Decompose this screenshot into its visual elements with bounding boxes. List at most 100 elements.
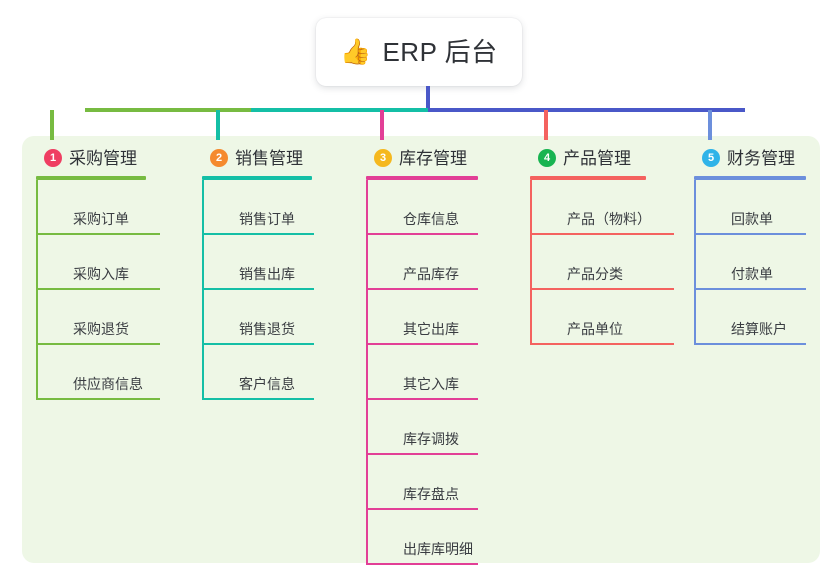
leaf-item[interactable]: 产品（物料） [530,180,674,235]
leaf-item-label: 付款单 [731,266,773,282]
column-badge-1: 1 [44,149,62,167]
leaf-item-underline [530,288,674,290]
leaf-item[interactable]: 销售订单 [202,180,314,235]
leaf-item-label: 库存盘点 [403,486,459,502]
leaf-item[interactable]: 库存调拨 [366,400,478,455]
leaf-item[interactable]: 产品单位 [530,290,674,345]
leaf-item[interactable]: 结算账户 [694,290,806,345]
leaf-item-underline [530,343,674,345]
leaf-item-underline [694,288,806,290]
column-title-purchasing: 采购管理 [69,148,137,168]
column-title-inventory: 库存管理 [399,148,467,168]
column-header-purchasing[interactable]: 1 采购管理 [36,146,146,170]
leaf-item-underline [366,563,478,565]
column-purchasing: 1 采购管理采购订单采购入库采购退货供应商信息 [36,146,160,400]
leaf-item-underline [366,398,478,400]
column-title-sales: 销售管理 [235,148,303,168]
column-body-inventory: 仓库信息产品库存其它出库其它入库库存调拨库存盘点出库库明细 [366,180,478,565]
leaf-item-underline [202,288,314,290]
trunk-segment-indigo [428,108,745,112]
column-body-purchasing: 采购订单采购入库采购退货供应商信息 [36,180,160,400]
leaf-item-label: 采购入库 [73,266,129,282]
trunk-segment-teal [251,108,428,112]
diagram-panel [22,136,820,563]
column-rule-sales [202,176,312,180]
leaf-item[interactable]: 销售退货 [202,290,314,345]
column-badge-5: 5 [702,149,720,167]
leaf-item-underline [694,343,806,345]
leaf-item-underline [366,343,478,345]
leaf-item-label: 出库库明细 [403,541,473,557]
column-badge-2: 2 [210,149,228,167]
leaf-item-underline [202,343,314,345]
column-body-sales: 销售订单销售出库销售退货客户信息 [202,180,314,400]
column-rule-inventory [366,176,478,180]
leaf-item-label: 客户信息 [239,376,295,392]
column-badge-3: 3 [374,149,392,167]
leaf-item[interactable]: 销售出库 [202,235,314,290]
leaf-item[interactable]: 付款单 [694,235,806,290]
leaf-item-label: 产品（物料） [567,211,651,227]
leaf-item-label: 库存调拨 [403,431,459,447]
column-header-finance[interactable]: 5 财务管理 [694,146,806,170]
leaf-item[interactable]: 供应商信息 [36,345,160,400]
leaf-item-label: 产品分类 [567,266,623,282]
leaf-item[interactable]: 出库库明细 [366,510,478,565]
leaf-item-underline [36,288,160,290]
leaf-item-label: 销售退货 [239,321,295,337]
column-spine-inventory [366,180,368,565]
leaf-item-underline [202,398,314,400]
column-rule-product [530,176,646,180]
leaf-item-label: 仓库信息 [403,211,459,227]
leaf-item[interactable]: 采购退货 [36,290,160,345]
column-finance: 5 财务管理回款单付款单结算账户 [694,146,806,345]
leaf-item[interactable]: 产品分类 [530,235,674,290]
leaf-item[interactable]: 采购入库 [36,235,160,290]
column-rule-purchasing [36,176,146,180]
leaf-item-underline [366,233,478,235]
leaf-item-label: 产品单位 [567,321,623,337]
leaf-item-underline [530,233,674,235]
root-node-content: 👍 ERP 后台 [340,39,497,65]
leaf-item[interactable]: 其它出库 [366,290,478,345]
column-badge-4: 4 [538,149,556,167]
leaf-item-label: 销售订单 [239,211,295,227]
trunk-segment-green [85,108,251,112]
root-node[interactable]: 👍 ERP 后台 [316,18,522,86]
leaf-item-label: 供应商信息 [73,376,143,392]
root-stem-connector [426,86,430,110]
leaf-item-label: 采购订单 [73,211,129,227]
leaf-item-underline [202,233,314,235]
root-node-title: ERP 后台 [382,37,498,67]
leaf-item-label: 产品库存 [403,266,459,282]
leaf-item-underline [366,508,478,510]
leaf-item-underline [36,343,160,345]
column-inventory: 3 库存管理仓库信息产品库存其它出库其它入库库存调拨库存盘点出库库明细 [366,146,478,565]
branch-connector-inventory [380,110,384,140]
leaf-item-underline [36,398,160,400]
leaf-item[interactable]: 其它入库 [366,345,478,400]
leaf-item-label: 回款单 [731,211,773,227]
leaf-item[interactable]: 库存盘点 [366,455,478,510]
leaf-item-label: 结算账户 [731,321,787,337]
leaf-item-label: 销售出库 [239,266,295,282]
column-sales: 2 销售管理销售订单销售出库销售退货客户信息 [202,146,314,400]
leaf-item[interactable]: 产品库存 [366,235,478,290]
column-title-finance: 财务管理 [727,148,795,168]
thumbs-up-icon: 👍 [340,37,372,66]
leaf-item-label: 其它出库 [403,321,459,337]
leaf-item[interactable]: 回款单 [694,180,806,235]
column-title-product: 产品管理 [563,148,631,168]
leaf-item[interactable]: 采购订单 [36,180,160,235]
column-header-sales[interactable]: 2 销售管理 [202,146,312,170]
leaf-item-underline [366,288,478,290]
branch-connector-product [544,110,548,140]
column-rule-finance [694,176,806,180]
leaf-item[interactable]: 仓库信息 [366,180,478,235]
leaf-item-underline [36,233,160,235]
column-header-inventory[interactable]: 3 库存管理 [366,146,478,170]
leaf-item[interactable]: 客户信息 [202,345,314,400]
branch-connector-finance [708,110,712,140]
column-header-product[interactable]: 4 产品管理 [530,146,646,170]
leaf-item-underline [694,233,806,235]
